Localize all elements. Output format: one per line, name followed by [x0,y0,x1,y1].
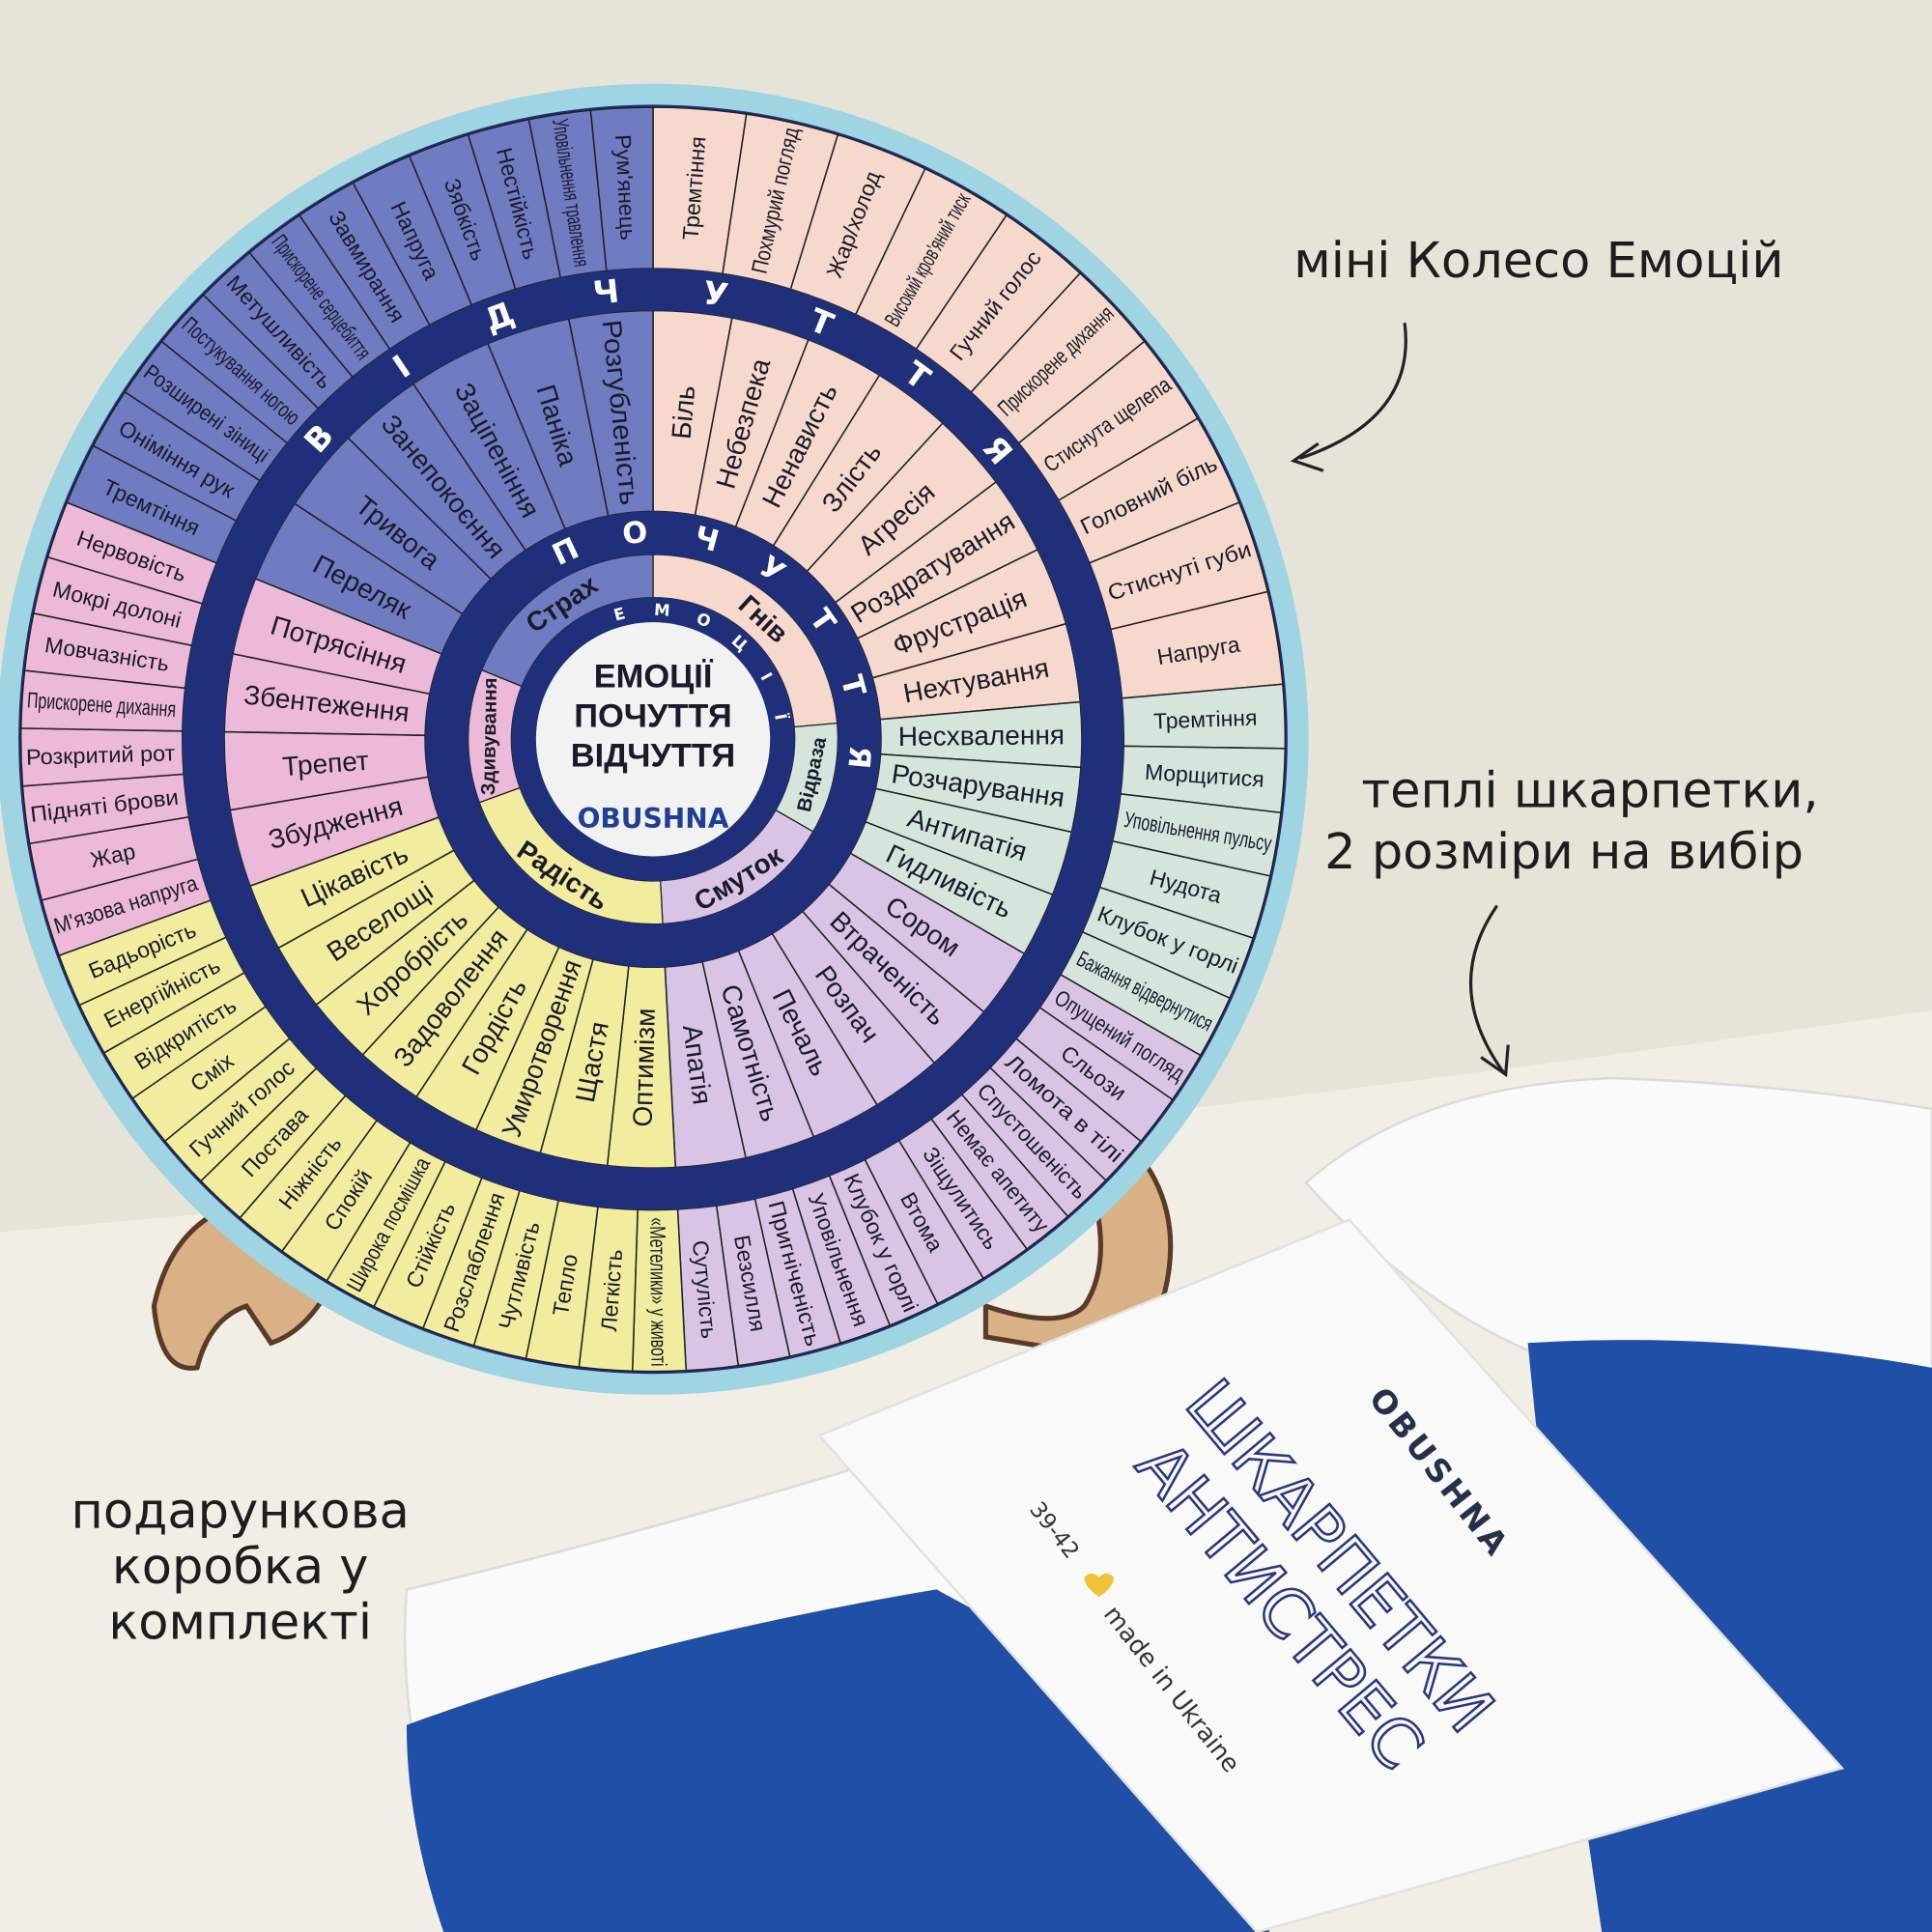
emotions-band-letter: Е [611,604,627,624]
sensation-label: Розкритий рот [26,740,177,769]
feelings-band-letter: Я [840,745,876,771]
sensations-band-letter: У [700,273,730,314]
annotation-box-line3: комплекті [108,1594,372,1651]
heart-icon [1084,1573,1115,1598]
annotation-box-line2: коробка у [112,1539,369,1596]
feeling-label: Оптимізм [628,1008,661,1127]
center-title-line: ВІДЧУТТЯ [571,737,735,774]
wheel-center [535,622,771,857]
annotation-socks-line2: 2 розміри на вибір [1324,824,1804,881]
arrow-icon [1468,904,1510,1078]
feelings-band-letter: О [621,516,649,552]
emotions-band-letter: Ї [771,712,790,721]
sock-white-cuff-right [1304,1076,1932,1381]
center-title-line: ПОЧУТТЯ [574,698,731,735]
sensation-label: Рум'янець [611,134,640,242]
annotation-socks-line1: теплі шкарпетки, [1361,762,1818,819]
sensations-band-letter: Ч [591,272,621,313]
feeling-label: Несхвалення [898,720,1065,752]
arrow-icon [1290,322,1407,472]
sensation-label: «Метелики» у животі [645,1217,672,1367]
annotation-box-line1: подарункова [71,1484,410,1541]
annotation-wheel: міні Колесо Емоцій [1293,233,1783,290]
feeling-label: Трепет [281,746,370,782]
emotion-label: Здивування [478,677,501,795]
sock-packaging-card: OBUSHNA ШКАРПЕТКИ АНТИСТРЕС 39-42 made i… [817,1218,1845,1932]
brand-logo: OBUSHNA [578,803,729,835]
center-title-line: ЕМОЦІЇ [594,659,714,696]
sensation-label: Легкість [596,1248,627,1332]
emotions-band-letter: О [694,610,713,632]
sensation-label: Тремтіння [1153,705,1258,734]
feeling-label: Біль [666,384,700,440]
emotions-band-letter: М [653,601,670,620]
